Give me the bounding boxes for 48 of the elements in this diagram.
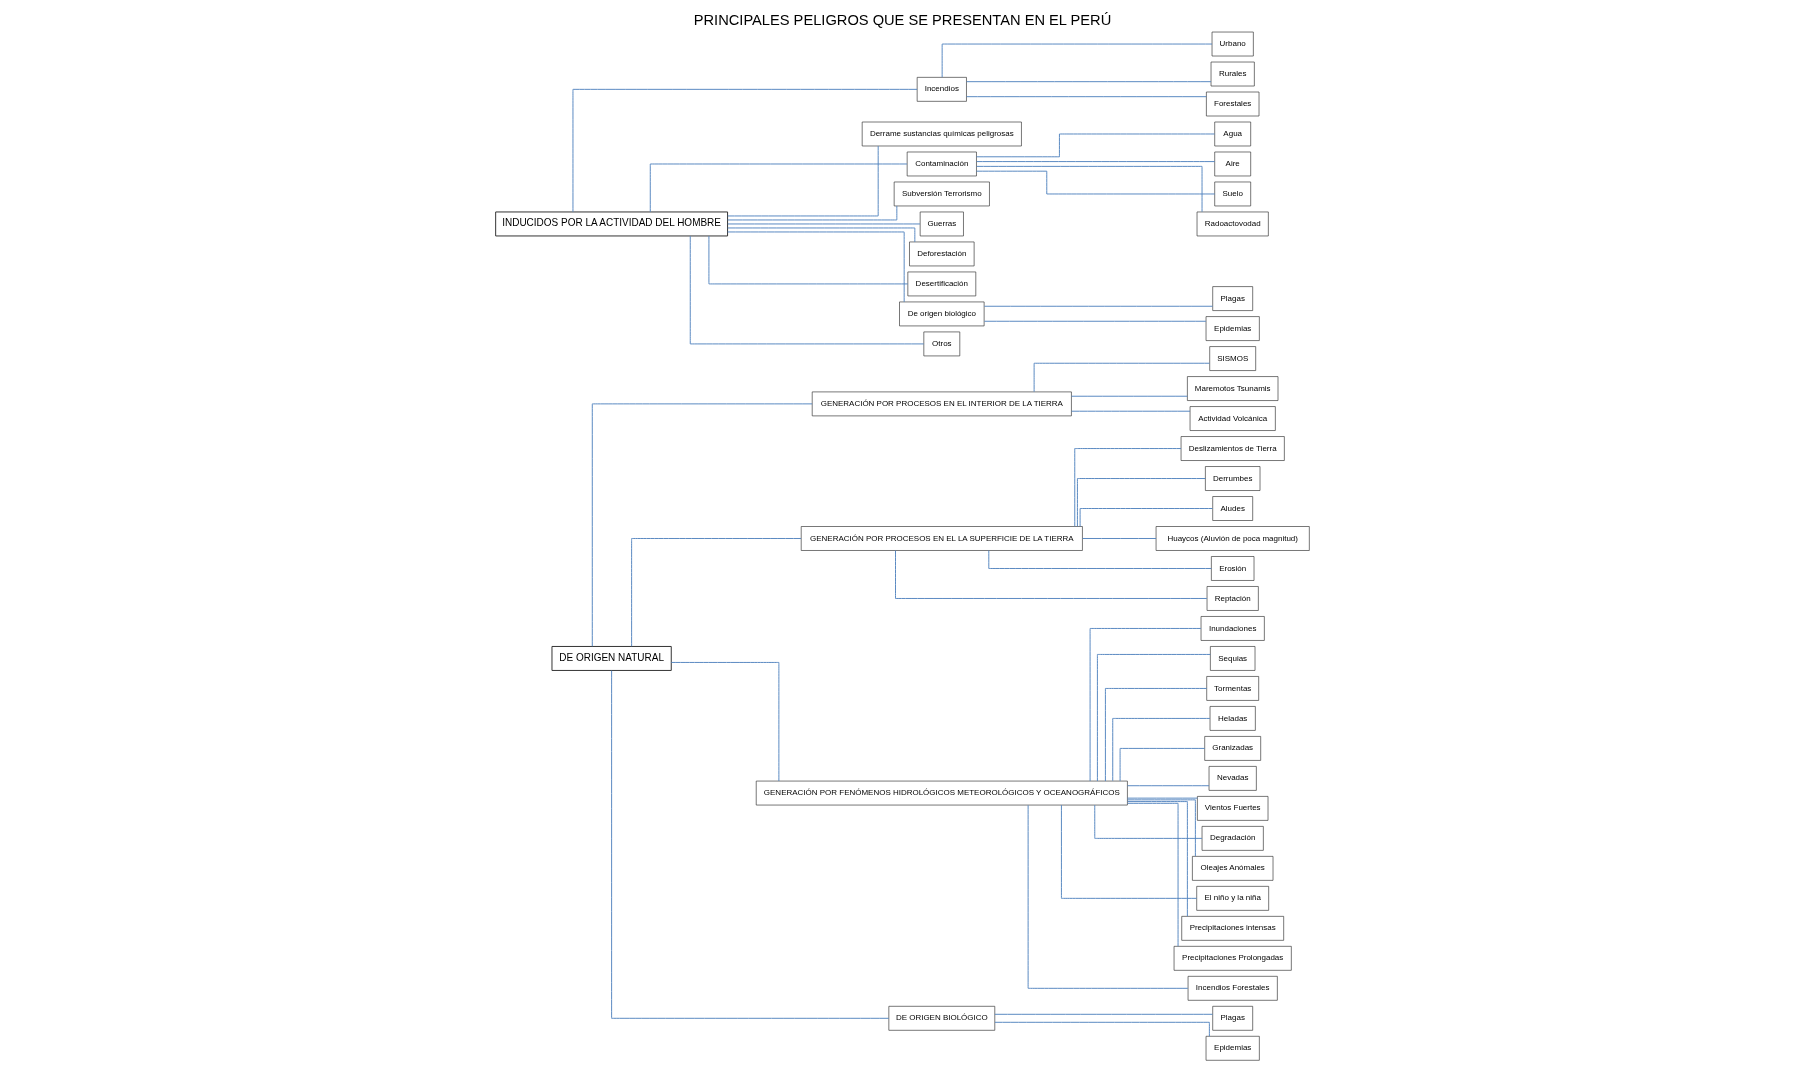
- connector: [966, 81, 1212, 83]
- connector: [572, 88, 918, 213]
- connector: [611, 670, 890, 1019]
- connector: [631, 538, 802, 647]
- connector: [994, 1021, 1210, 1037]
- connector: [1127, 797, 1198, 799]
- connector: [591, 403, 813, 647]
- connector: [1033, 362, 1210, 393]
- connector: [983, 320, 1207, 322]
- connector: [689, 235, 925, 345]
- node-box: DE ORIGEN NATURAL: [551, 645, 672, 671]
- connector: [976, 133, 1215, 158]
- connector: [1126, 799, 1196, 857]
- connector: [1127, 802, 1179, 947]
- connector: [1096, 654, 1211, 782]
- connector: [1112, 717, 1211, 782]
- connector: [1127, 801, 1188, 917]
- connector: [1074, 448, 1182, 527]
- connector: [1060, 804, 1198, 899]
- connector: [727, 223, 921, 225]
- connector: [670, 662, 780, 782]
- diagram-title: PRINCIPALES PELIGROS QUE SE PRESENTAN EN EL PERÚ: [693, 12, 1112, 29]
- connector: [727, 231, 905, 303]
- connector: [895, 550, 1208, 599]
- connector: [1094, 804, 1203, 839]
- connector: [1082, 538, 1157, 539]
- connector: [727, 145, 879, 217]
- connector: [976, 165, 1203, 213]
- connector: [976, 161, 1216, 163]
- connector: [994, 1013, 1214, 1015]
- connector: [1104, 687, 1208, 782]
- connector: [1076, 478, 1206, 527]
- connector: [1071, 410, 1191, 412]
- connector: [983, 305, 1213, 307]
- connector: [727, 205, 898, 221]
- connector: [727, 227, 916, 243]
- connector: [1089, 628, 1202, 782]
- connector: [1027, 804, 1189, 989]
- connector: [941, 43, 1213, 78]
- connector: [1079, 508, 1213, 527]
- connector: [1127, 785, 1210, 787]
- connector: [1071, 395, 1188, 397]
- connector: [966, 96, 1207, 98]
- node-box: INDUCIDOS POR LA ACTIVIDAD DEL HOMBRE: [495, 211, 729, 237]
- connector: [1119, 747, 1206, 782]
- connector: [708, 235, 909, 285]
- connector: [649, 163, 908, 213]
- connector: [976, 170, 1216, 195]
